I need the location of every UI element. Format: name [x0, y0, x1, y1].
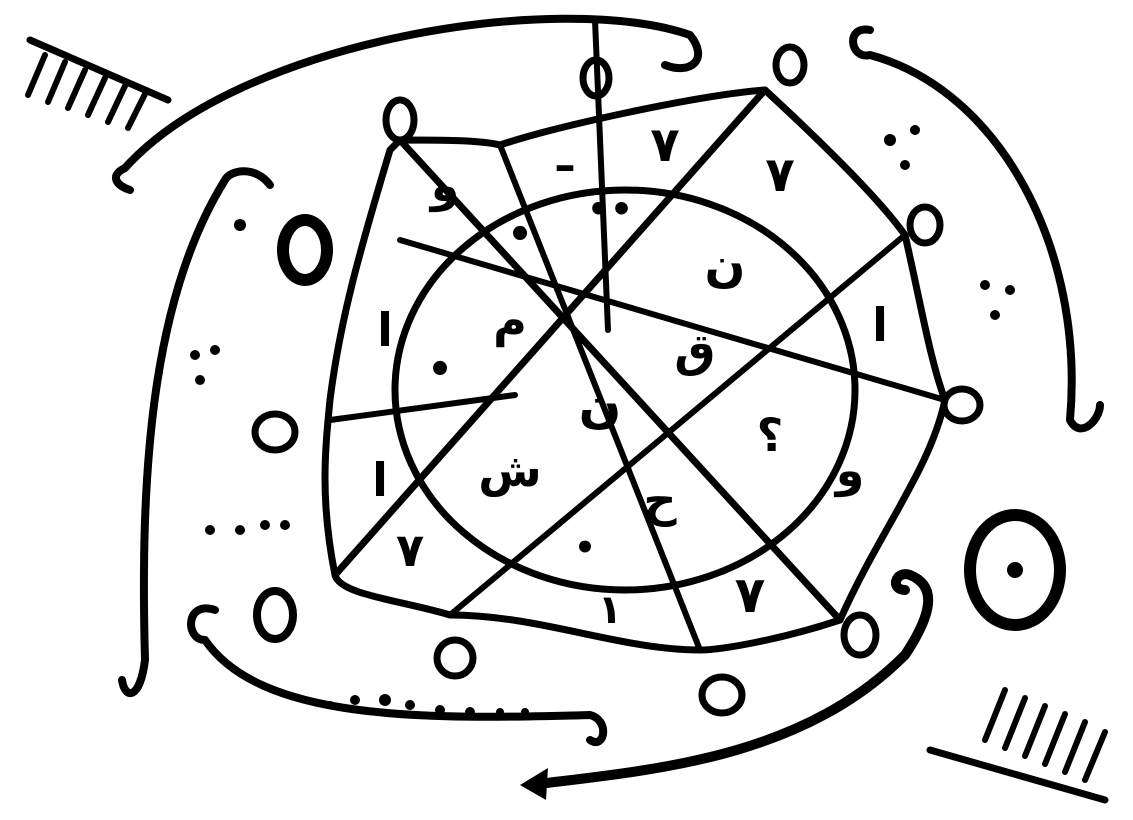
cell-glyph: ٧: [396, 523, 424, 577]
cell-glyph: •: [507, 212, 533, 258]
cell-glyph: ا: [377, 303, 393, 357]
cell-glyph: ق: [674, 323, 715, 377]
ring-right-dot: [1007, 562, 1023, 578]
cell-glyph: ن: [705, 237, 746, 293]
cell-glyph: م: [493, 293, 527, 347]
cell-glyph: ا: [372, 453, 388, 507]
ring-top-right: [776, 47, 804, 83]
arrow-head-icon: [520, 768, 548, 800]
cell-glyph: ••: [587, 190, 633, 231]
cell-glyph: ٧: [735, 566, 766, 624]
cell-glyph: ١: [598, 587, 622, 633]
cell-glyph: •: [427, 347, 453, 393]
outer-arc-right: [853, 30, 1100, 429]
hatch-mark-top-left: [28, 40, 168, 128]
cell-glyph: و: [834, 443, 865, 497]
cell-glyph: ن: [579, 376, 622, 434]
cell-glyph: ـ: [556, 128, 574, 182]
hatch-mark-bottom-right: [930, 690, 1105, 800]
cell-glyph: ٧: [765, 147, 794, 203]
ring-left: [283, 220, 327, 280]
cell-glyph: ح: [643, 473, 677, 527]
cell-glyph: و: [429, 158, 460, 212]
cell-glyph: ؟: [757, 408, 784, 462]
ring-bottom-left: [257, 591, 293, 639]
cell-glyph: ش: [478, 443, 541, 497]
cell-glyph: ٧: [650, 117, 679, 173]
cell-glyph: •: [574, 528, 596, 568]
cell-glyphs: و ـ ٧ ٧ • •• ن ا م ا • ن ق ؟ و ا ش ح ٧ •…: [372, 117, 888, 633]
cell-glyph: ا: [872, 298, 888, 352]
